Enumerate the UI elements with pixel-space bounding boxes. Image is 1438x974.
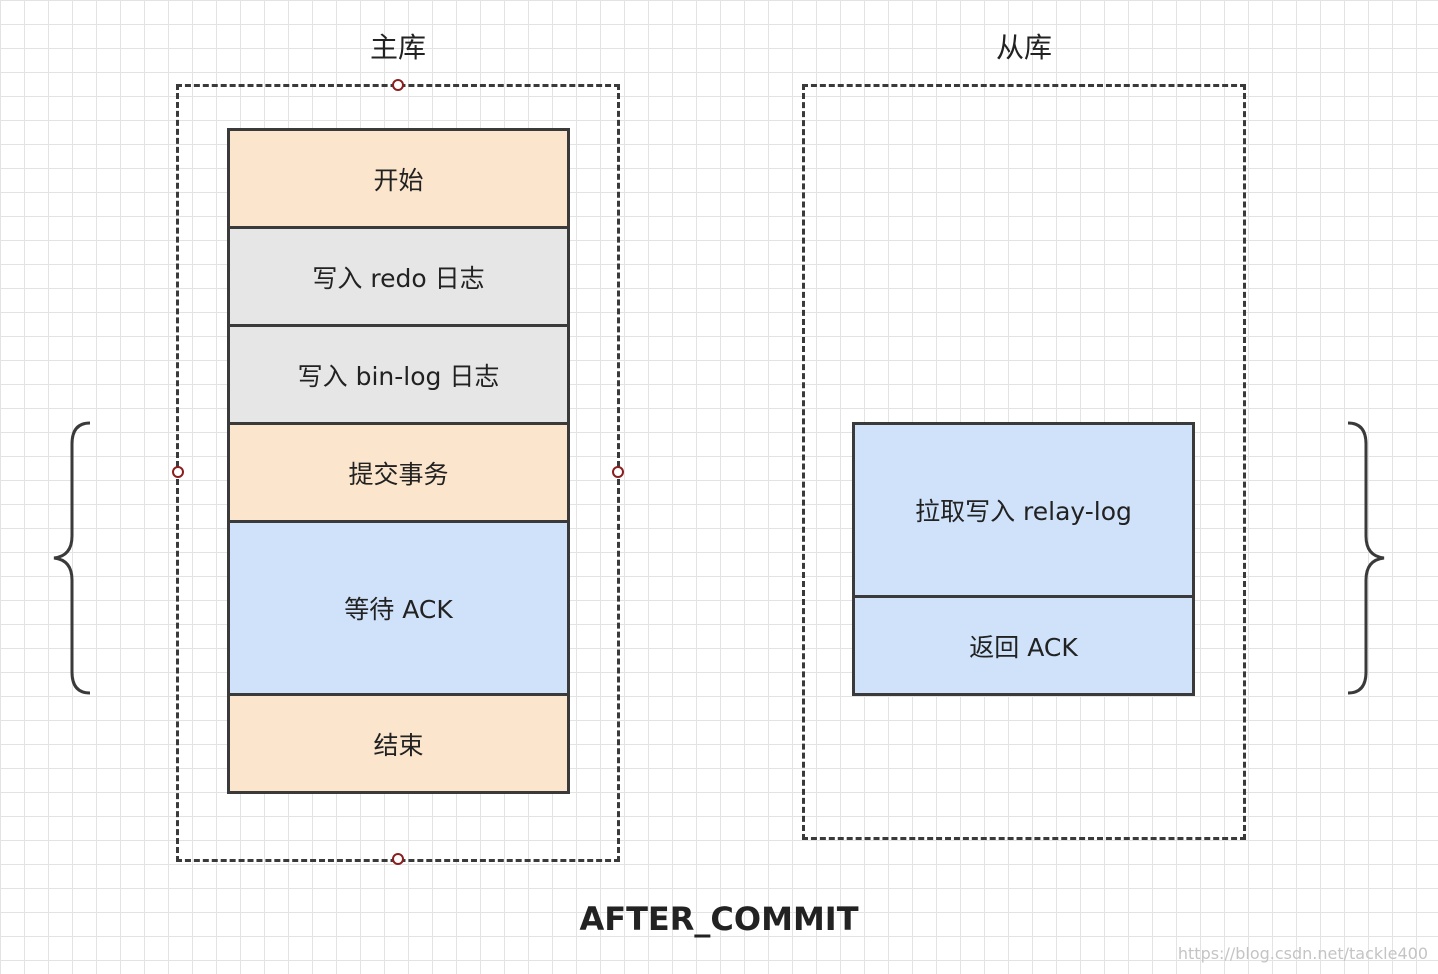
left-curly-brace[interactable] xyxy=(50,420,94,696)
master-step-commit-transaction[interactable]: 提交事务 xyxy=(227,422,570,523)
step-label: 等待 ACK xyxy=(344,595,453,624)
step-label: 写入 bin-log 日志 xyxy=(297,361,500,391)
watermark: https://blog.csdn.net/tackle400 xyxy=(1177,944,1428,963)
master-step-wait-ack[interactable]: 等待 ACK xyxy=(227,520,570,696)
step-label: 返回 ACK xyxy=(969,632,1078,662)
master-step-start[interactable]: 开始 xyxy=(227,128,570,229)
step-label: 开始 xyxy=(373,165,424,195)
resize-handle-left[interactable] xyxy=(172,466,184,478)
resize-handle-top[interactable] xyxy=(392,79,404,91)
step-label: 写入 redo 日志 xyxy=(312,263,485,293)
step-label: 提交事务 xyxy=(348,459,449,489)
master-step-end[interactable]: 结束 xyxy=(227,693,570,794)
master-db-title: 主库 xyxy=(369,31,426,64)
resize-handle-right[interactable] xyxy=(612,466,624,478)
slave-db-frame[interactable] xyxy=(802,84,1246,840)
slave-step-return-ack[interactable]: 返回 ACK xyxy=(852,595,1195,696)
step-label: 结束 xyxy=(373,730,424,760)
right-curly-brace[interactable] xyxy=(1344,420,1388,696)
step-label: 拉取写入 relay-log xyxy=(915,497,1132,526)
slave-db-title: 从库 xyxy=(995,31,1052,64)
resize-handle-bottom[interactable] xyxy=(392,853,404,865)
slave-step-pull-relay-log[interactable]: 拉取写入 relay-log xyxy=(852,422,1195,598)
diagram-caption: AFTER_COMMIT xyxy=(579,900,859,938)
master-step-write-binlog[interactable]: 写入 bin-log 日志 xyxy=(227,324,570,425)
master-step-write-redo-log[interactable]: 写入 redo 日志 xyxy=(227,226,570,327)
